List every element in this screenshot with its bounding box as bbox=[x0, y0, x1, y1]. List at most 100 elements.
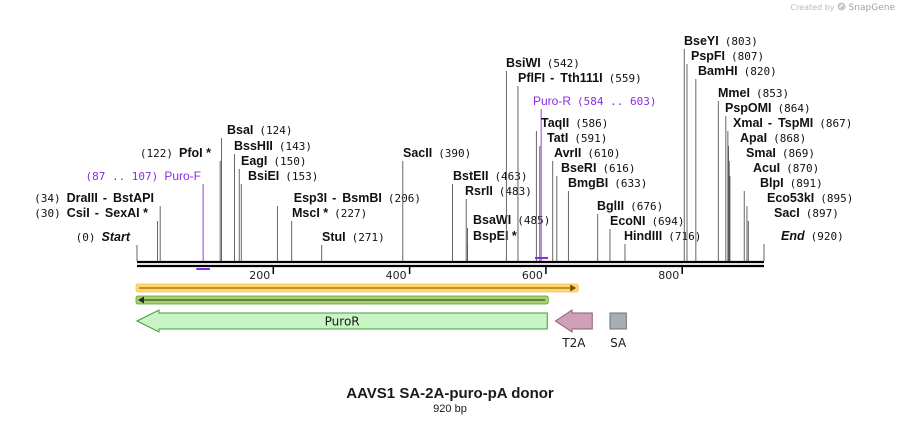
site-label-name: BseYI bbox=[684, 34, 719, 48]
site-puror[interactable]: Puro-R(584 .. 603) bbox=[533, 94, 657, 261]
site-label-primer: Puro-F bbox=[164, 169, 201, 183]
site-bsshii[interactable]: BssHII(143) bbox=[234, 139, 312, 261]
site-label-italic: End bbox=[781, 229, 805, 243]
site-eco53ki[interactable]: Eco53kI(895) bbox=[746, 191, 853, 261]
site-acui[interactable]: AcuI(870) bbox=[729, 161, 819, 261]
site-csii[interactable]: (30)CsiI-SexAI * bbox=[34, 206, 158, 261]
site-draiii[interactable]: (34)DraIII-BstAPI bbox=[34, 191, 161, 261]
site-bsteii[interactable]: BstEII(463) bbox=[452, 169, 528, 261]
site-label-name: BsiWI bbox=[506, 56, 541, 70]
site-label-text: (87 .. 107) Puro-F bbox=[85, 169, 201, 183]
site-bseri[interactable]: BseRI(616) bbox=[556, 161, 636, 261]
orf-bar[interactable] bbox=[135, 295, 549, 305]
site-msci[interactable]: MscI *(227) bbox=[291, 206, 368, 261]
site-bsawi[interactable]: BsaWI(485) bbox=[467, 213, 551, 261]
site-label-name: RsrII bbox=[465, 184, 493, 198]
site-label-num: (676) bbox=[630, 200, 663, 213]
site-label-num: (633) bbox=[614, 177, 647, 190]
site-stui[interactable]: StuI(271) bbox=[321, 230, 385, 261]
site-label-num: (87 .. 107) bbox=[85, 170, 158, 183]
site-label-text: EagI(150) bbox=[241, 154, 307, 168]
site-label-num: (586) bbox=[575, 117, 608, 130]
feature-label: T2A bbox=[561, 336, 586, 350]
site-label-text: BsaI (124) bbox=[227, 123, 293, 137]
site-rsrii[interactable]: RsrII(483) bbox=[465, 184, 532, 261]
site-label-text: BspEI * bbox=[473, 229, 517, 243]
site-label-sep: - bbox=[768, 116, 772, 130]
site-eagi[interactable]: EagI(150) bbox=[238, 154, 307, 261]
site-label-text: XmaI-TspMI(867) bbox=[733, 116, 852, 130]
site-purof[interactable]: (87 .. 107) Puro-F bbox=[85, 169, 204, 261]
site-pflfi[interactable]: PflFI-Tth111I(559) bbox=[517, 71, 642, 261]
site-label-name: AcuI bbox=[753, 161, 780, 175]
orf-bar[interactable] bbox=[135, 283, 579, 293]
site-pfoi[interactable]: (122)PfoI * bbox=[140, 146, 221, 261]
site-label-text: TaqII(586) bbox=[541, 116, 608, 130]
site-label-num: (0) bbox=[76, 231, 96, 244]
site-hindiii[interactable]: HindIII(716) bbox=[624, 229, 701, 261]
feature-label: SA bbox=[610, 336, 627, 350]
site-bglii[interactable]: BglII (676) bbox=[597, 199, 663, 261]
site-smai[interactable]: SmaI(869) bbox=[728, 146, 815, 261]
site-label-name: HindIII bbox=[624, 229, 662, 243]
site-bamhi[interactable]: BamHI(820) bbox=[695, 64, 777, 261]
site-pspfi[interactable]: PspFI(807) bbox=[686, 49, 764, 261]
site-esp3i[interactable]: Esp3I-BsmBI(206) bbox=[276, 191, 421, 261]
site-label-name: AvrII bbox=[554, 146, 581, 160]
site-pspomi[interactable]: PspOMI(864) bbox=[725, 101, 811, 261]
site-econi[interactable]: EcoNI(694) bbox=[609, 214, 685, 261]
site-label-name: BseRI bbox=[561, 161, 596, 175]
site-label-sep: - bbox=[332, 191, 336, 205]
site-label-name: BssHII bbox=[234, 139, 273, 153]
site-label-num: (897) bbox=[806, 207, 839, 220]
site-mmei[interactable]: MmeI(853) bbox=[717, 86, 789, 261]
site-sacii[interactable]: SacII(390) bbox=[402, 146, 472, 261]
site-label-text: EcoNI(694) bbox=[610, 214, 685, 228]
site-blpi[interactable]: BlpI(891) bbox=[743, 176, 823, 261]
site-tati[interactable]: TatI(591) bbox=[539, 131, 608, 261]
site-label-name: BsaI bbox=[227, 123, 253, 137]
site-bsiei[interactable]: BsiEI(153) bbox=[240, 169, 318, 261]
site-label-num: (803) bbox=[725, 35, 758, 48]
feature-sa[interactable]: SA bbox=[609, 312, 627, 350]
site-avrii[interactable]: AvrII(610) bbox=[552, 146, 621, 261]
feature-t2a[interactable]: T2A bbox=[554, 309, 593, 350]
site-bspei[interactable]: BspEI * bbox=[467, 229, 517, 261]
site-label-num: (227) bbox=[334, 207, 367, 220]
site-bsiwi[interactable]: BsiWI(542) bbox=[505, 56, 580, 261]
site-bsai[interactable]: BsaI (124) bbox=[221, 123, 293, 261]
site-label-text: Eco53kI(895) bbox=[767, 191, 853, 205]
site-label-num: (124) bbox=[259, 124, 292, 137]
site-label-name: BglII bbox=[597, 199, 624, 213]
site-label-num: (920) bbox=[811, 230, 844, 243]
site-label-text: PspOMI(864) bbox=[725, 101, 811, 115]
site-label-name: PspFI bbox=[691, 49, 725, 63]
site-label-name: TspMI bbox=[778, 116, 813, 130]
site-bseyi[interactable]: BseYI (803) bbox=[683, 34, 758, 261]
site-label-text: BsiWI(542) bbox=[506, 56, 580, 70]
site-saci[interactable]: SacI(897) bbox=[747, 206, 839, 261]
site-label-num: (150) bbox=[273, 155, 306, 168]
site-start[interactable]: (0)Start bbox=[76, 230, 138, 261]
site-label-name: ApaI bbox=[740, 131, 767, 145]
site-label-sep: - bbox=[550, 71, 554, 85]
site-label-text: ApaI(868) bbox=[740, 131, 806, 145]
map-length: 920 bp bbox=[433, 403, 467, 415]
site-end[interactable]: End (920) bbox=[763, 229, 844, 261]
site-label-text: BstEII(463) bbox=[453, 169, 528, 183]
site-label-num: (206) bbox=[388, 192, 421, 205]
site-label-text: (34)DraIII-BstAPI bbox=[34, 191, 154, 205]
site-label-name: BstEII bbox=[453, 169, 488, 183]
feature-puror[interactable]: PuroR bbox=[135, 309, 548, 333]
site-taqii[interactable]: TaqII(586) bbox=[535, 116, 608, 261]
site-bmgbi[interactable]: BmgBI(633) bbox=[567, 176, 647, 261]
site-apai[interactable]: ApaI(868) bbox=[728, 131, 807, 261]
site-label-num: (153) bbox=[285, 170, 318, 183]
feature-track: PuroR T2A SA bbox=[135, 283, 627, 350]
site-xmai[interactable]: XmaI-TspMI(867) bbox=[727, 116, 852, 261]
site-label-text: BseRI(616) bbox=[561, 161, 636, 175]
site-label-text: BmgBI(633) bbox=[568, 176, 647, 190]
site-label-num: (895) bbox=[820, 192, 853, 205]
